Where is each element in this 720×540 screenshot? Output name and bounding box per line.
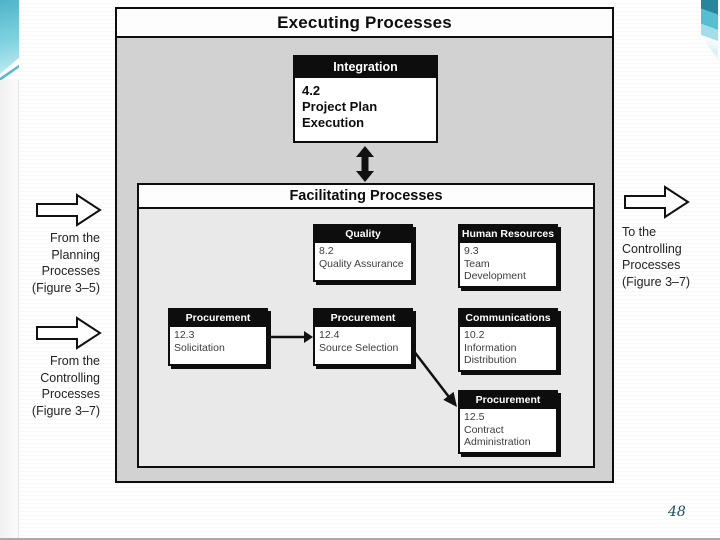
from-planning-arrow-icon (36, 193, 102, 227)
process-box-header: Procurement (460, 392, 556, 409)
left-teal-accent-bar (0, 0, 19, 74)
from-controlling-arrow-icon (36, 316, 102, 350)
integration-code: 4.2 (302, 83, 321, 98)
process-code: 12.5 (464, 411, 485, 423)
process-box-quality: Quality 8.2 Quality Assurance (313, 224, 413, 282)
process-box-header: Quality (315, 226, 411, 243)
integration-box: Integration 4.2 Project Plan Execution (293, 55, 438, 143)
process-box-source-selection: Procurement 12.4 Source Selection (313, 308, 413, 366)
process-code: 10.2 (464, 329, 485, 341)
process-name: Source Selection (319, 341, 399, 354)
process-name: Team Development (464, 257, 526, 283)
process-box-header: Communications (460, 310, 556, 327)
process-code: 12.3 (174, 329, 195, 341)
facilitating-processes-title: Facilitating Processes (139, 185, 593, 209)
to-controlling-arrow-icon (624, 185, 690, 219)
process-code: 12.4 (319, 329, 340, 341)
process-box-solicitation: Procurement 12.3 Solicitation (168, 308, 268, 366)
process-box-header: Procurement (170, 310, 266, 327)
process-box-communications: Communications 10.2 Information Distribu… (458, 308, 558, 372)
process-name: Information Distribution (464, 341, 517, 367)
to-controlling-label: To the Controlling Processes (Figure 3–7… (622, 225, 691, 289)
process-code: 9.3 (464, 245, 479, 257)
from-controlling-label: From the Controlling Processes (Figure 3… (31, 354, 100, 418)
process-box-human-resources: Human Resources 9.3 Team Development (458, 224, 558, 288)
integration-box-header: Integration (295, 57, 436, 78)
left-gray-column (0, 80, 19, 538)
page-number: 48 (668, 504, 686, 520)
process-name: Quality Assurance (319, 257, 404, 270)
process-name: Solicitation (174, 341, 225, 354)
process-name: Contract Administration (464, 423, 531, 449)
process-box-contract-administration: Procurement 12.5 Contract Administration (458, 390, 558, 454)
process-box-header: Procurement (315, 310, 411, 327)
integration-name: Project Plan Execution (302, 99, 378, 130)
right-teal-ribbon (701, 0, 718, 60)
process-code: 8.2 (319, 245, 334, 257)
process-box-header: Human Resources (460, 226, 556, 243)
diagram-title: Executing Processes (115, 7, 614, 38)
from-planning-label: From the Planning Processes (Figure 3–5) (31, 231, 100, 295)
